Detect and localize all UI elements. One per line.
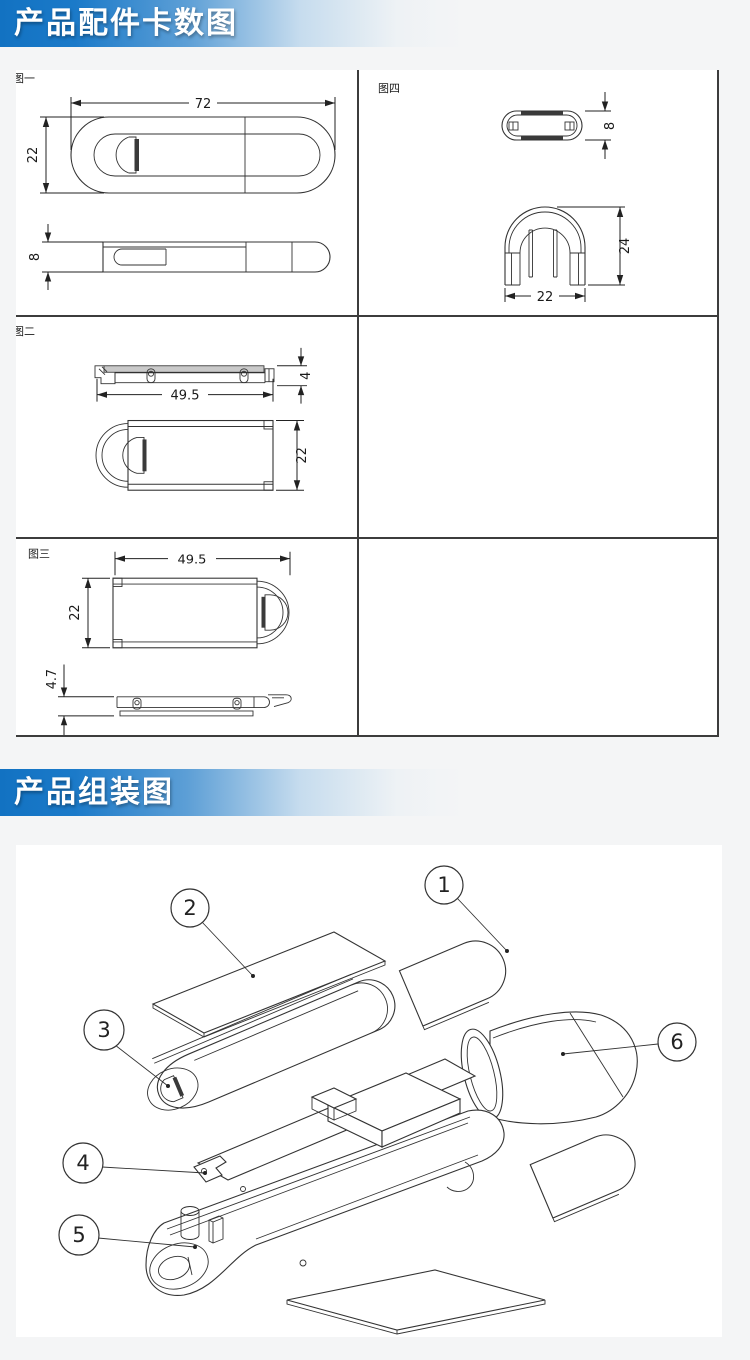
fig3-side-view	[116, 694, 292, 717]
balloon-3: 3	[83, 1009, 125, 1051]
fig3-dim-thickness: 4.7	[45, 664, 114, 735]
fig1-top-view	[70, 116, 336, 194]
fig3-label: 图三	[28, 548, 50, 561]
fig1-dim-thickness-text: 8	[28, 253, 43, 261]
fig2-top-view	[95, 419, 274, 491]
section-header-assembly: 产品组装图	[0, 769, 750, 816]
fig1-label: 图一	[16, 72, 35, 85]
fig2-dim-width: 22	[276, 420, 310, 491]
svg-text:3: 3	[97, 1018, 110, 1042]
balloon-2: 2	[170, 888, 210, 928]
fig1-dim-length-text: 72	[195, 97, 212, 112]
part-middle-sticker	[529, 1134, 636, 1223]
balloon-5: 5	[58, 1214, 100, 1256]
part-cap-sticker	[398, 940, 507, 1031]
fig3-dim-length: 49.5	[114, 550, 291, 576]
fig3-drawing: 图三 49.5 22	[28, 548, 292, 735]
fig1-dim-thickness: 8	[28, 224, 103, 290]
parts-dimension-table: 图一 72 22	[16, 70, 719, 737]
fig2-dim-thickness-text: 4	[299, 372, 314, 380]
fig1-dim-width: 22	[26, 116, 104, 194]
part-bottom-sticker	[286, 1269, 546, 1335]
section-header-parts: 产品配件卡数图	[0, 0, 750, 47]
fig4-dim-height: 24	[557, 206, 633, 286]
fig3-dim-width: 22	[68, 577, 110, 649]
fig1-dim-width-text: 22	[26, 147, 41, 164]
assembly-diagram-panel: 1 2 3 4 5 6	[16, 845, 722, 1337]
fig1-drawing: 图一 72 22	[16, 72, 336, 290]
fig3-dim-length-text: 49.5	[178, 553, 207, 568]
fig4-dim-thickness-text: 8	[603, 122, 618, 130]
table-horizontal-divider-1	[16, 315, 717, 317]
fig4-label: 图四	[378, 82, 400, 95]
fig4-drawing: 图四 8	[378, 82, 633, 305]
balloon-4: 4	[62, 1142, 104, 1184]
section-title-parts: 产品配件卡数图	[14, 7, 238, 40]
fig3-dim-width-text: 22	[68, 604, 83, 620]
table-horizontal-divider-2	[16, 537, 717, 539]
balloon-6: 6	[657, 1022, 697, 1062]
fig1-side-view	[102, 241, 331, 273]
svg-text:5: 5	[72, 1223, 85, 1247]
fig4-dim-width: 22	[504, 288, 586, 305]
table-vertical-divider	[357, 70, 359, 735]
section-title-assembly: 产品组装图	[14, 776, 174, 809]
fig3-dim-thickness-text: 4.7	[45, 669, 60, 689]
part-bottom-shell	[145, 1109, 505, 1296]
fig4-dim-width-text: 22	[537, 290, 554, 305]
balloon-leaders	[97, 897, 659, 1249]
fig2-dim-length: 49.5	[96, 378, 274, 404]
part-top-label-sticker	[151, 931, 387, 1038]
fig2-dim-width-text: 22	[295, 447, 310, 463]
fig2-drawing: 图二 4	[16, 325, 314, 491]
fig2-dim-thickness: 4	[277, 347, 314, 404]
svg-text:6: 6	[670, 1030, 683, 1054]
svg-text:1: 1	[437, 873, 450, 897]
part-pcb	[193, 1058, 477, 1192]
fig2-dim-length-text: 49.5	[171, 389, 200, 404]
part-upper-shell	[147, 973, 396, 1111]
part-cap	[460, 1011, 638, 1125]
fig3-top-view	[112, 577, 290, 649]
balloon-1: 1	[424, 865, 464, 905]
assembly-exploded-drawing: 1 2 3 4 5 6	[58, 865, 697, 1335]
fig1-dim-length: 72	[70, 96, 336, 150]
svg-text:2: 2	[183, 896, 196, 920]
fig2-side-view	[94, 365, 275, 385]
svg-text:4: 4	[76, 1151, 89, 1175]
fig4-dim-thickness: 8	[585, 92, 618, 159]
fig4-dim-height-text: 24	[618, 238, 633, 255]
fig2-label: 图二	[16, 325, 35, 338]
fig4-top-view	[501, 110, 583, 141]
fig4-front-view	[504, 206, 586, 286]
